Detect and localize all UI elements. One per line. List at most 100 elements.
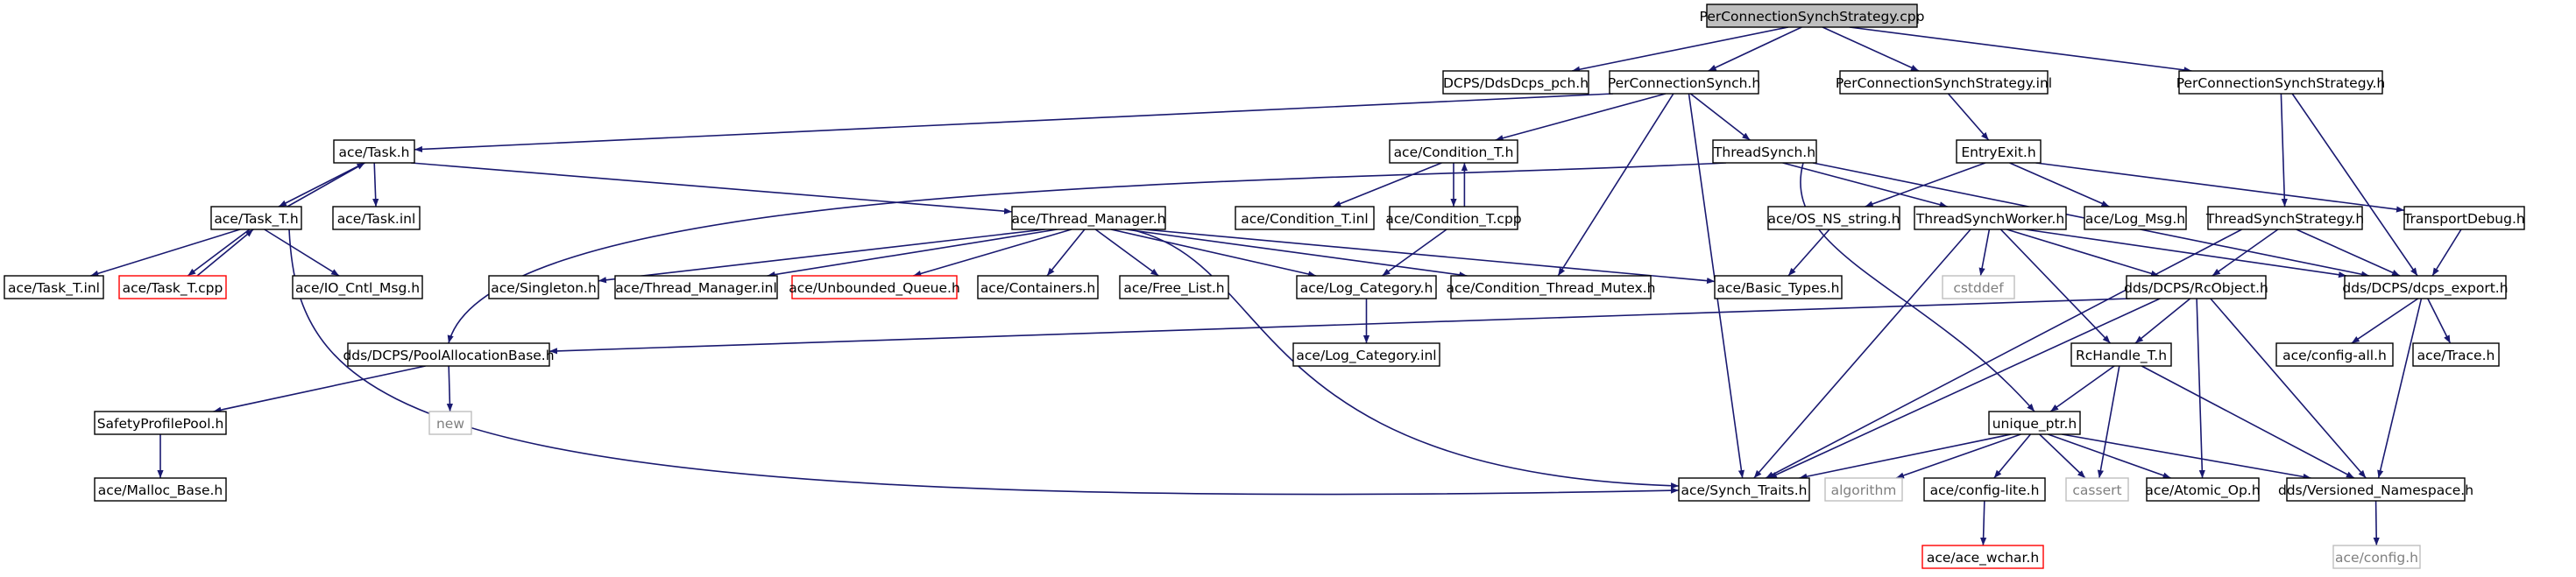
node-cond-thread-mutex[interactable]: ace/Condition_Thread_Mutex.h (1447, 275, 1656, 299)
node-cassert[interactable]: cassert (2065, 477, 2129, 502)
node-pcss-h[interactable]: PerConnectionSynchStrategy.h (2176, 70, 2386, 95)
node-dcps-export[interactable]: dds/DCPS/dcps_export.h (2342, 275, 2509, 299)
node-box[interactable] (1914, 206, 2067, 230)
node-box[interactable] (2286, 477, 2466, 502)
node-box[interactable] (2126, 275, 2267, 299)
node-rchandle-t[interactable]: RcHandle_T.h (2070, 342, 2172, 367)
node-box[interactable] (1389, 139, 1518, 164)
node-box[interactable] (2403, 206, 2525, 230)
node-box[interactable] (614, 275, 778, 299)
node-box[interactable] (2084, 206, 2187, 230)
node-box[interactable] (1119, 275, 1229, 299)
node-box[interactable] (118, 275, 227, 299)
node-box[interactable] (210, 206, 302, 230)
node-pcs-h[interactable]: PerConnectionSynch.h (1608, 70, 1760, 95)
node-new[interactable]: new (428, 411, 472, 435)
node-box[interactable] (1296, 275, 1437, 299)
node-box[interactable] (4, 275, 104, 299)
node-root[interactable]: PerConnectionSynchStrategy.cpp (1700, 4, 1925, 28)
node-box[interactable] (2065, 477, 2129, 502)
node-unique-ptr[interactable]: unique_ptr.h (1988, 411, 2081, 435)
node-box[interactable] (1921, 545, 2044, 569)
node-thread-mgr-h[interactable]: ace/Thread_Manager.h (1011, 206, 1166, 230)
node-singleton-h[interactable]: ace/Singleton.h (488, 275, 599, 299)
node-io-cntl[interactable]: ace/IO_Cntl_Msg.h (292, 275, 423, 299)
node-entryexit-h[interactable]: EntryExit.h (1956, 139, 2042, 164)
node-box[interactable] (977, 275, 1099, 299)
node-box[interactable] (488, 275, 599, 299)
node-task-t-inl[interactable]: ace/Task_T.inl (4, 275, 104, 299)
node-box[interactable] (94, 411, 227, 435)
node-box[interactable] (1714, 275, 1843, 299)
node-thread-mgr-inl[interactable]: ace/Thread_Manager.inl (614, 275, 778, 299)
node-box[interactable] (292, 275, 423, 299)
node-free-list-h[interactable]: ace/Free_List.h (1119, 275, 1229, 299)
node-rcobject-h[interactable]: dds/DCPS/RcObject.h (2124, 275, 2268, 299)
node-box[interactable] (2332, 545, 2421, 569)
node-unbounded-queue[interactable]: ace/Unbounded_Queue.h (789, 275, 960, 299)
node-box[interactable] (791, 275, 958, 299)
node-log-category-inl[interactable]: ace/Log_Category.inl (1292, 342, 1440, 367)
node-trace-h[interactable]: ace/Trace.h (2412, 342, 2500, 367)
node-box[interactable] (2207, 206, 2363, 230)
node-log-msg-h[interactable]: ace/Log_Msg.h (2084, 206, 2187, 230)
node-safety-profile-pool[interactable]: SafetyProfilePool.h (94, 411, 227, 435)
node-box[interactable] (1923, 477, 2046, 502)
node-box[interactable] (1678, 477, 1810, 502)
node-box[interactable] (1292, 342, 1440, 367)
node-tsstrategy-h[interactable]: ThreadSynchStrategy.h (2205, 206, 2364, 230)
node-box[interactable] (332, 206, 421, 230)
node-cond-t-inl[interactable]: ace/Condition_T.inl (1235, 206, 1375, 230)
node-box[interactable] (1988, 411, 2081, 435)
node-os-ns-string[interactable]: ace/OS_NS_string.h (1767, 206, 1900, 230)
node-config-all[interactable]: ace/config-all.h (2275, 342, 2394, 367)
node-box[interactable] (1235, 206, 1375, 230)
node-box[interactable] (1824, 477, 1903, 502)
node-atomic-op[interactable]: ace/Atomic_Op.h (2145, 477, 2261, 502)
node-cond-t-h[interactable]: ace/Condition_T.h (1389, 139, 1518, 164)
node-box[interactable] (2412, 342, 2500, 367)
node-box[interactable] (2070, 342, 2172, 367)
node-tsworker-h[interactable]: ThreadSynchWorker.h (1914, 206, 2067, 230)
node-ace-wchar[interactable]: ace/ace_wchar.h (1921, 545, 2044, 569)
node-box[interactable] (1956, 139, 2042, 164)
node-box[interactable] (2275, 342, 2394, 367)
node-box[interactable] (1609, 70, 1759, 95)
node-basic-types[interactable]: ace/Basic_Types.h (1714, 275, 1843, 299)
node-transport-debug-h[interactable]: TransportDebug.h (2403, 206, 2525, 230)
node-box[interactable] (1442, 70, 1589, 95)
node-box[interactable] (1450, 275, 1652, 299)
node-pool-alloc-base[interactable]: dds/DCPS/PoolAllocationBase.h (343, 342, 555, 367)
node-dds-pch[interactable]: DCPS/DdsDcps_pch.h (1442, 70, 1589, 95)
node-cstddef[interactable]: cstddef (1942, 275, 2015, 299)
node-versioned-ns[interactable]: dds/Versioned_Namespace.h (2278, 477, 2473, 502)
node-box[interactable] (333, 139, 415, 164)
node-box[interactable] (1839, 70, 2049, 95)
node-box[interactable] (2178, 70, 2383, 95)
node-box[interactable] (2146, 477, 2260, 502)
node-pcss-inl[interactable]: PerConnectionSynchStrategy.inl (1836, 70, 2052, 95)
node-algorithm[interactable]: algorithm (1824, 477, 1903, 502)
node-synch-traits[interactable]: ace/Synch_Traits.h (1678, 477, 1810, 502)
node-threadsynch-h[interactable]: ThreadSynch.h (1712, 139, 1817, 164)
node-box[interactable] (1389, 206, 1518, 230)
node-log-category-h[interactable]: ace/Log_Category.h (1296, 275, 1437, 299)
node-malloc-base[interactable]: ace/Malloc_Base.h (94, 477, 227, 502)
node-box[interactable] (1011, 206, 1166, 230)
node-task-h[interactable]: ace/Task.h (333, 139, 415, 164)
node-config-lite[interactable]: ace/config-lite.h (1923, 477, 2046, 502)
node-task-t-h[interactable]: ace/Task_T.h (210, 206, 302, 230)
node-box[interactable] (1767, 206, 1900, 230)
node-box[interactable] (94, 477, 227, 502)
node-box[interactable] (347, 342, 550, 367)
node-box[interactable] (2344, 275, 2507, 299)
node-box[interactable] (1942, 275, 2015, 299)
node-cond-t-cpp[interactable]: ace/Condition_T.cpp (1385, 206, 1522, 230)
node-containers-h[interactable]: ace/Containers.h (977, 275, 1099, 299)
node-box[interactable] (1712, 139, 1817, 164)
node-config-h[interactable]: ace/config.h (2332, 545, 2421, 569)
node-task-inl[interactable]: ace/Task.inl (332, 206, 421, 230)
node-box[interactable] (428, 411, 472, 435)
node-box[interactable] (1706, 4, 1918, 28)
node-task-t-cpp[interactable]: ace/Task_T.cpp (118, 275, 227, 299)
